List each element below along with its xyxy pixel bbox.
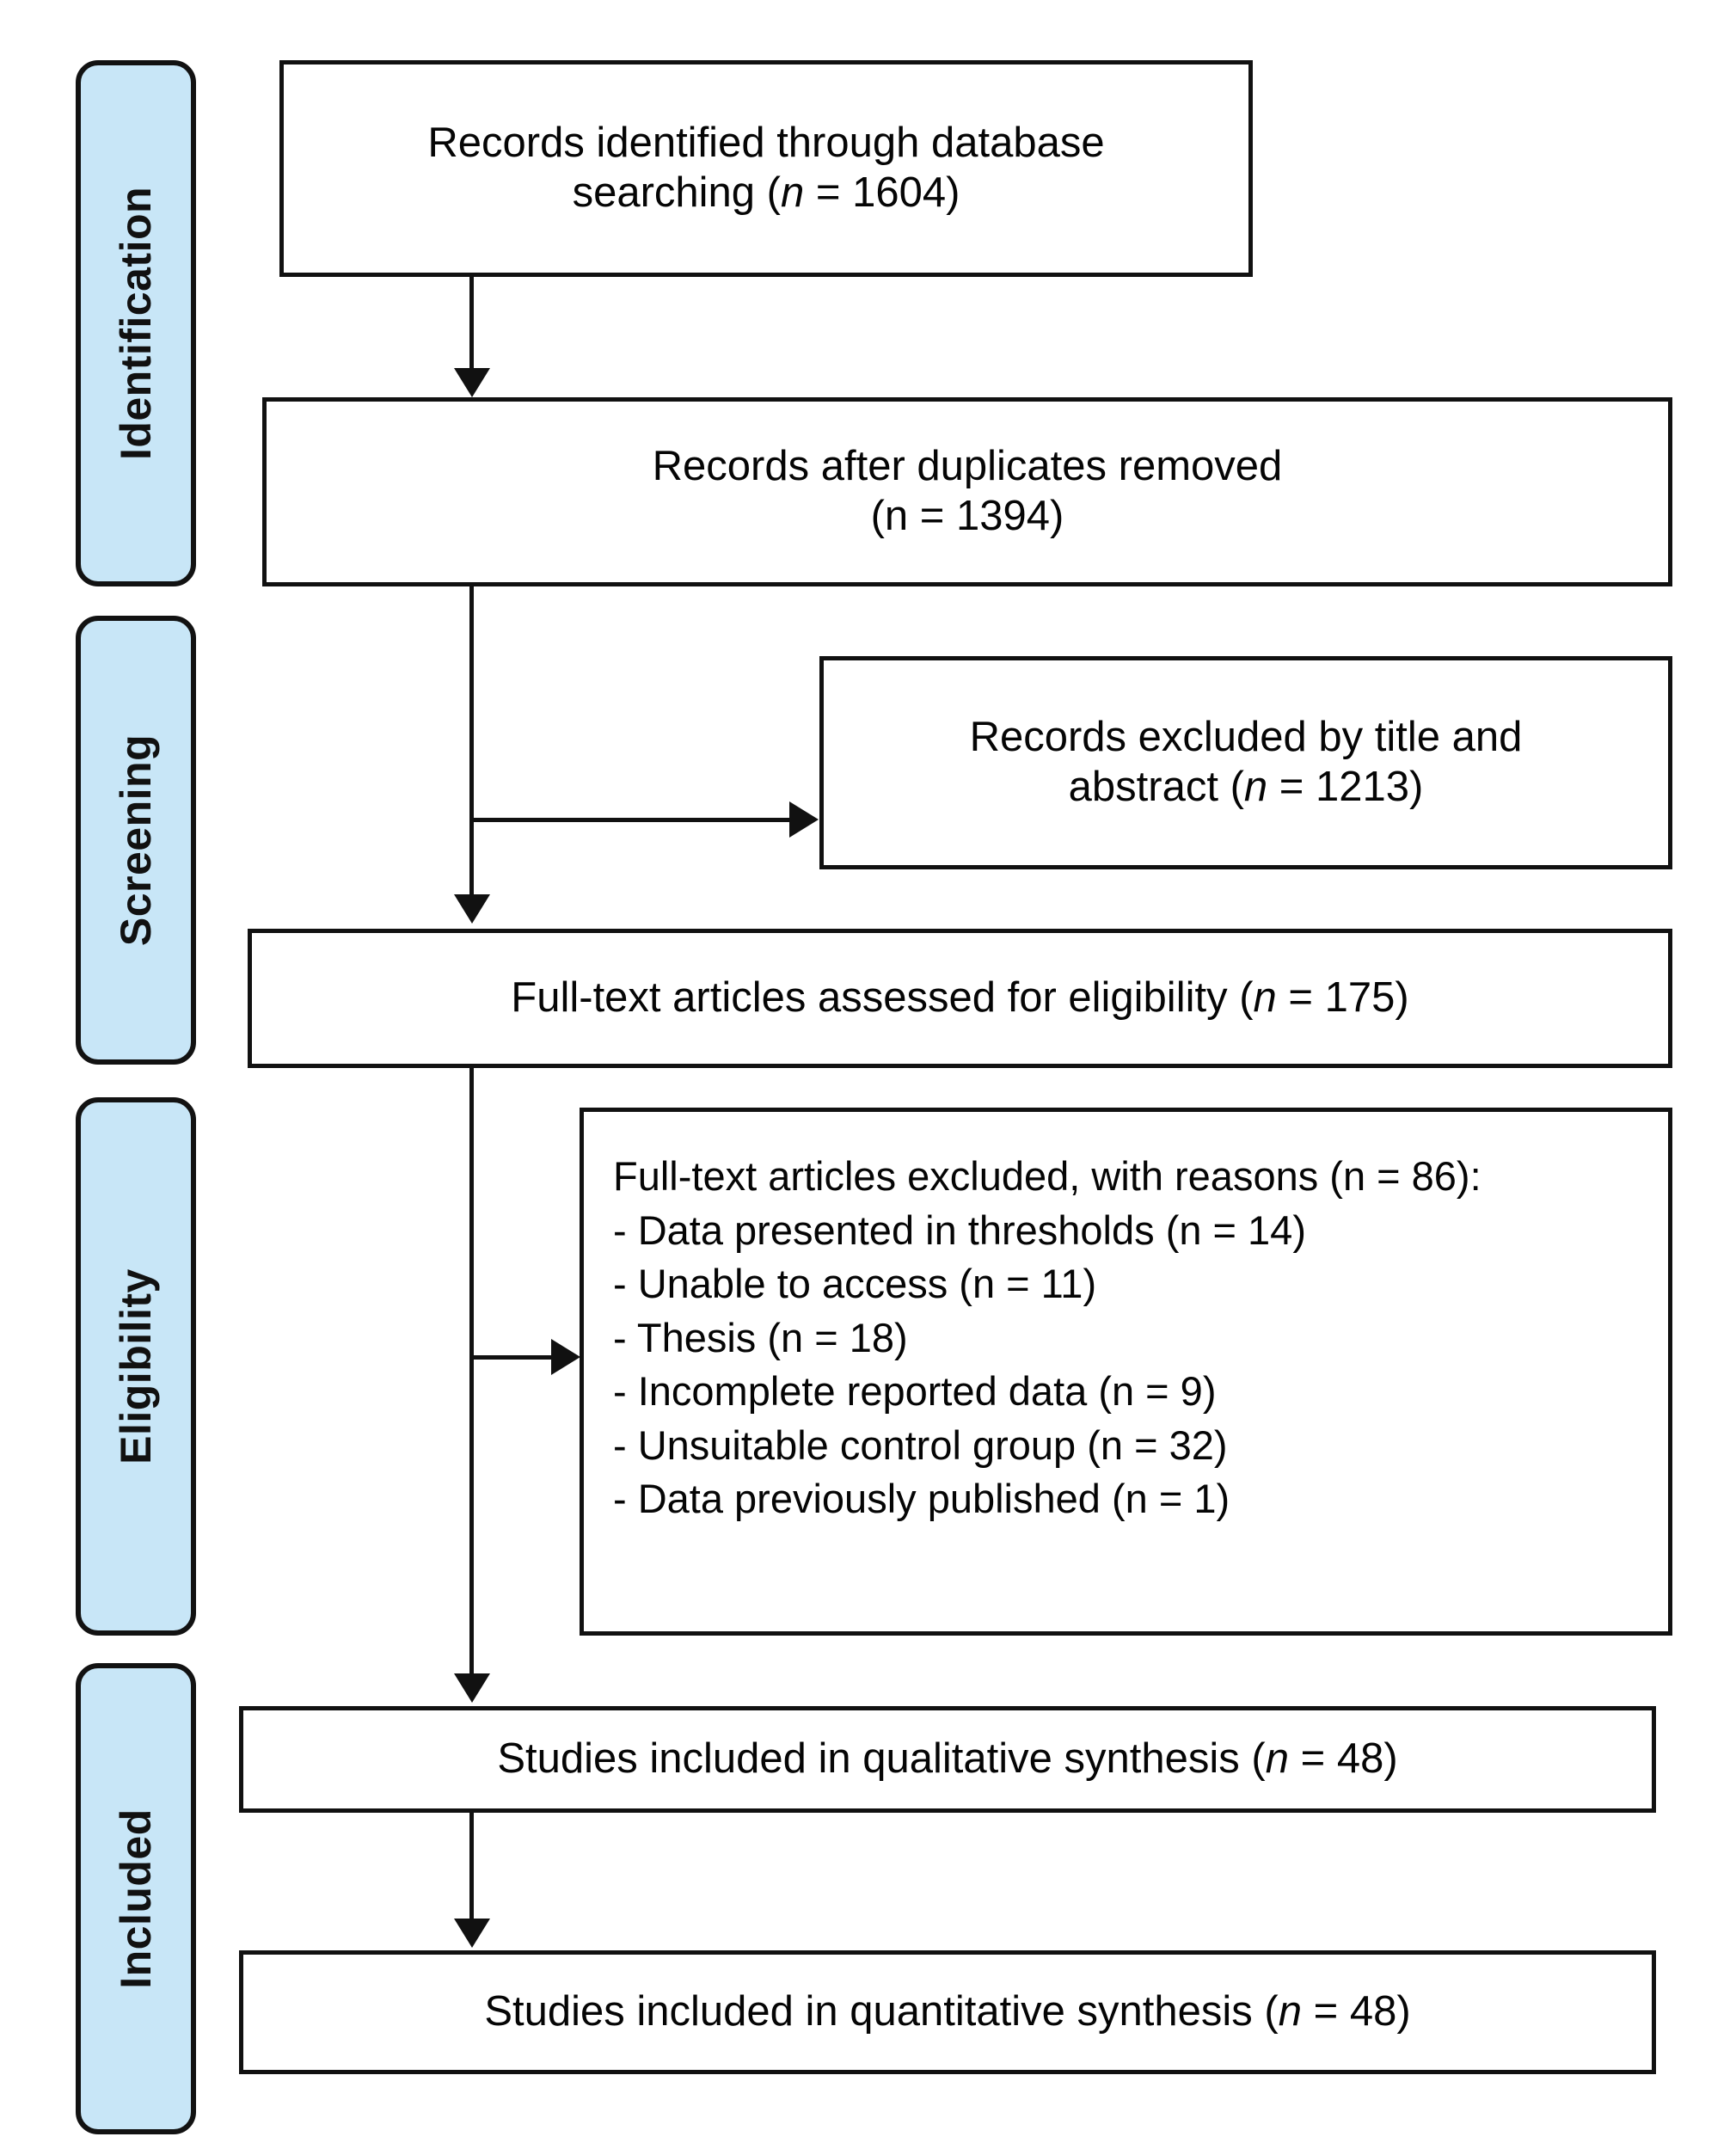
connector-branch-records-excluded	[471, 818, 791, 822]
arrowhead-branch-records-excluded	[789, 801, 819, 838]
connector-branch-fulltext-excluded	[471, 1355, 554, 1360]
box-fulltext-excluded-reasons-text: Full-text articles excluded, with reason…	[613, 1153, 1481, 1521]
stage-label-eligibility: Eligibility	[112, 1268, 160, 1464]
stage-label-included: Included	[112, 1808, 161, 1989]
arrowhead-dedup-to-fulltext	[454, 894, 490, 924]
arrowhead-fulltext-to-qualitative	[454, 1673, 490, 1703]
box-qualitative-synthesis-text: Studies included in qualitative synthesi…	[497, 1735, 1398, 1783]
arrowhead-branch-fulltext-excluded	[551, 1339, 580, 1375]
box-fulltext-excluded-reasons: Full-text articles excluded, with reason…	[580, 1108, 1672, 1636]
box-fulltext-assessed-text: Full-text articles assessed for eligibil…	[511, 974, 1409, 1022]
box-records-after-duplicates: Records after duplicates removed(n = 139…	[262, 397, 1672, 586]
connector-identified-to-dedup	[469, 275, 474, 370]
connector-fulltext-to-qualitative	[469, 1066, 474, 1673]
stage-pill-identification: Identification	[76, 60, 196, 586]
box-qualitative-synthesis: Studies included in qualitative synthesi…	[239, 1706, 1656, 1813]
box-quantitative-synthesis-text: Studies included in quantitative synthes…	[484, 1988, 1411, 2035]
stage-label-identification: Identification	[112, 186, 161, 461]
box-quantitative-synthesis: Studies included in quantitative synthes…	[239, 1950, 1656, 2074]
box-records-after-duplicates-text: Records after duplicates removed(n = 139…	[652, 443, 1283, 539]
connector-qualitative-to-quantitative	[469, 1810, 474, 1920]
arrowhead-identified-to-dedup	[454, 368, 490, 397]
connector-dedup-to-fulltext	[469, 585, 474, 894]
stage-label-screening: Screening	[112, 734, 160, 947]
arrowhead-qualitative-to-quantitative	[454, 1919, 490, 1948]
stage-pill-eligibility: Eligibility	[76, 1097, 196, 1636]
stage-pill-screening: Screening	[76, 616, 196, 1065]
box-fulltext-assessed: Full-text articles assessed for eligibil…	[248, 929, 1672, 1068]
stage-pill-included: Included	[76, 1663, 196, 2134]
